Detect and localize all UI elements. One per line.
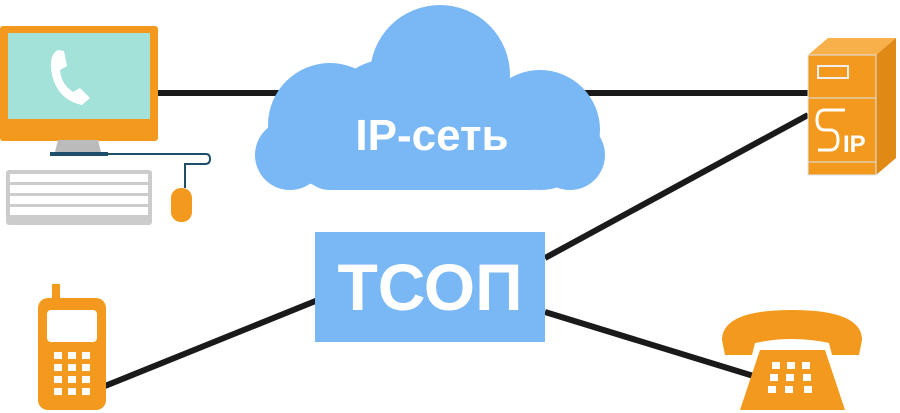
line-pstn-deskphone: [544, 309, 761, 381]
cloud-label: IP-сеть: [355, 111, 508, 160]
desk-phone-icon: [722, 310, 862, 410]
server-sip-label: IP: [843, 131, 866, 158]
ip-network-cloud: [255, 5, 605, 190]
pstn-box: [315, 232, 545, 342]
mobile-phone-icon: [38, 284, 106, 410]
mouse-icon: [171, 188, 192, 222]
phone-handset-icon: [50, 50, 90, 105]
line-server-pstn: [543, 112, 810, 261]
pstn-label: ТСОП: [337, 250, 522, 324]
line-pstn-mobile: [103, 297, 320, 389]
computer-icon: [0, 26, 212, 225]
sip-server-icon: IP: [807, 38, 896, 176]
